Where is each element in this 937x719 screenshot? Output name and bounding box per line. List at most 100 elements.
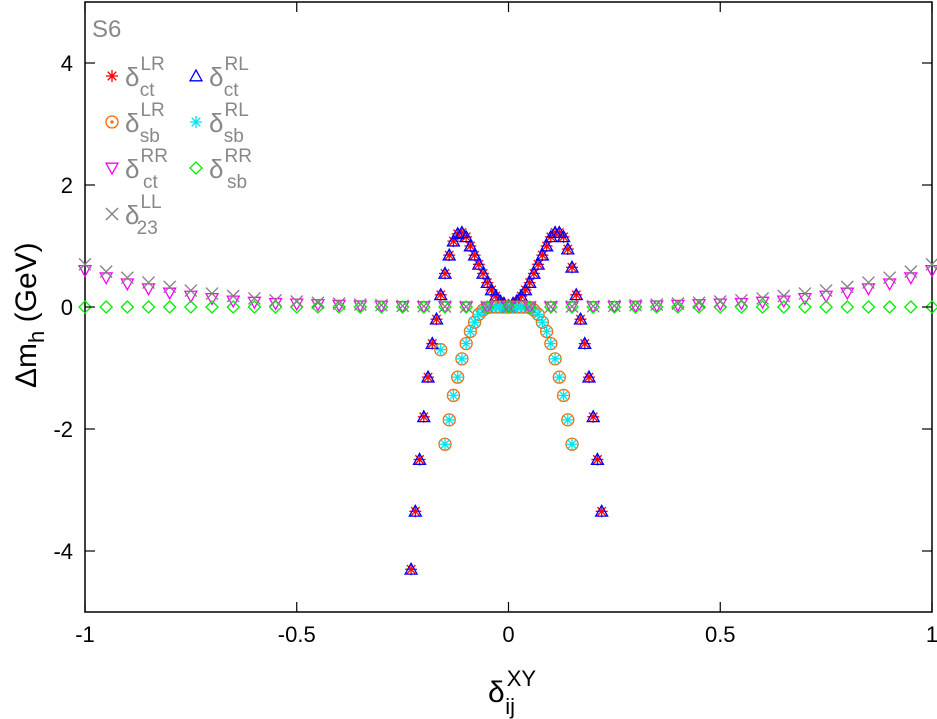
point-ctRL [403,561,419,575]
point-ctRL [459,229,474,243]
point-ctRR [501,301,516,315]
point-ctRR [120,278,135,292]
legend-marker-sbRL [190,116,202,128]
point-ctRL [581,369,597,383]
point-sbRR [670,300,685,314]
y-axis-label-post: (GeV) [10,242,43,330]
legend-marker-ctRR [104,162,120,176]
point-sbRL [443,413,456,426]
point-23LL [142,276,155,290]
point-ctRR [649,300,664,314]
point-ctRL [463,238,478,252]
point-sbRR [438,300,452,314]
point-ctRR [459,301,474,315]
point-sbRR [861,300,876,314]
point-sbRR [395,300,410,314]
point-23LL [586,299,600,313]
x-tick-label: 0.5 [705,622,736,647]
point-ctRR [797,293,813,306]
point-sbRR [99,300,114,314]
x-tick-label: -0.5 [278,622,316,647]
point-23LL [565,300,579,313]
point-ctRL [480,275,495,289]
point-ctRL [522,275,537,289]
legend-marker-23LL [105,207,119,221]
point-ctRL [594,504,609,517]
point-sbRR [374,300,389,314]
point-ctRL [569,287,584,301]
point-ctRR [543,301,558,315]
point-23LL [798,287,812,301]
point-ctRR [840,287,855,301]
point-ctRL [433,287,448,301]
point-23LL [840,280,854,294]
point-ctRL [526,266,542,279]
point-ctRR [162,287,177,301]
legend-marker-ctRL [188,68,204,82]
point-sbRR [183,300,198,314]
y-tick-label: 2 [61,173,73,198]
x-tick-label: 1 [926,622,937,647]
point-ctRL [590,452,605,465]
point-sbRR [543,300,558,314]
point-sbRL [557,389,570,402]
point-23LL [205,287,219,301]
point-sbRR [522,300,537,314]
point-ctRL [531,256,546,270]
point-ctRL [539,238,554,252]
series-23LL [78,257,937,314]
point-ctRL [437,266,453,279]
point-ctRL [560,241,575,255]
point-sbRL [549,352,562,365]
point-23LL [502,300,515,314]
point-ctRL [408,504,423,517]
point-23LL [417,299,431,313]
point-23LL [777,289,791,303]
point-sbRL [561,413,574,426]
point-sbRR [755,300,770,314]
point-23LL [247,292,261,305]
point-23LL [904,265,918,279]
point-sbRR [840,300,855,314]
point-sbRR [311,300,325,314]
point-ctRR [882,278,897,292]
x-axis-label-sup: XY [507,666,537,691]
point-sbRR [882,300,897,314]
legend-marker-sbLR [105,115,119,129]
point-sbRR [776,300,791,314]
y-axis-label-sub: h [24,331,49,343]
point-23LL [438,300,452,313]
point-sbRR [353,300,368,314]
point-sbRR [141,300,156,314]
point-sbRL [451,371,464,384]
point-ctRR [247,296,262,310]
point-ctRL [429,311,444,325]
y-tick-label: 4 [61,51,73,76]
point-sbRR [628,300,643,314]
point-23LL [544,300,558,314]
point-sbRR [903,300,918,314]
point-sbRL [536,316,549,329]
point-ctRL [446,233,461,247]
point-sbRL [544,337,557,350]
legend-marker-sbRR [189,161,203,175]
point-sbRR [120,300,135,314]
point-ctRR [204,293,220,306]
point-sbRR [692,300,706,314]
point-sbRR [459,300,474,314]
point-23LL [883,271,897,285]
point-sbRL [460,337,473,350]
point-sbRR [247,300,262,314]
point-ctRR [755,296,770,310]
legend-marker-ctLR [106,70,118,82]
point-23LL [607,299,621,313]
point-ctRL [416,409,431,423]
point-23LL [99,265,113,279]
point-23LL [692,296,706,310]
point-sbRR [925,300,937,314]
